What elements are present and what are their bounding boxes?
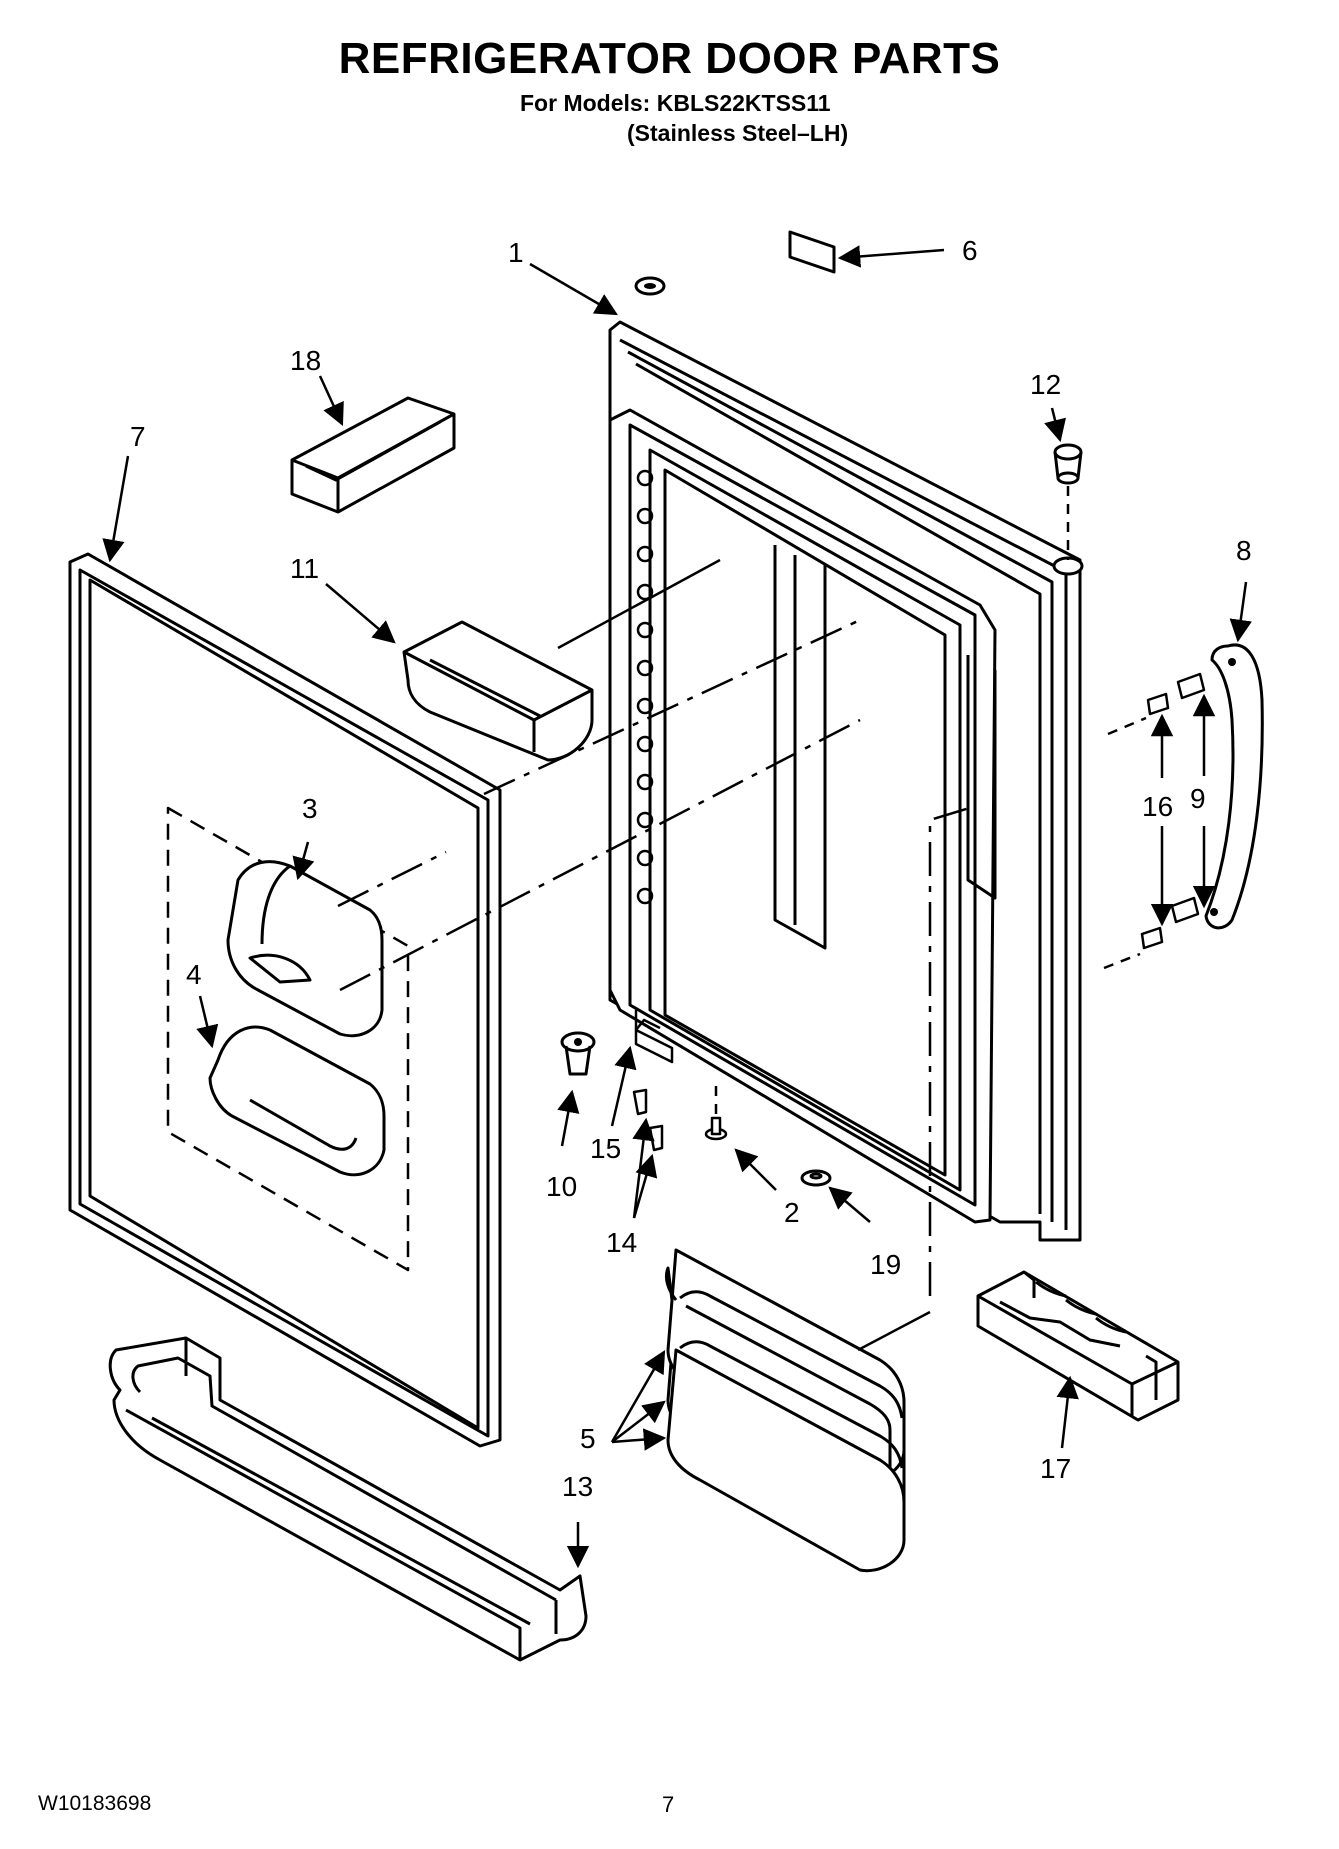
callout-6: 6: [962, 235, 978, 266]
callout-4: 4: [186, 959, 202, 990]
part-8-door-handle: [1204, 643, 1264, 930]
callout-19: 19: [870, 1249, 901, 1280]
callout-11: 11: [290, 553, 319, 584]
callout-16: 16: [1142, 791, 1173, 822]
part-18-small-bin: [290, 396, 456, 514]
part-16-washers: [1140, 692, 1170, 950]
callout-15: 15: [590, 1133, 621, 1164]
callout-1: 1: [508, 237, 524, 268]
callout-7: 7: [130, 421, 146, 452]
callout-17: 17: [1040, 1453, 1071, 1484]
callout-10: 10: [546, 1171, 577, 1202]
part-3-dispenser-housing: [226, 860, 384, 1038]
callout-arrows: [102, 245, 1252, 1569]
models-line: For Models: KBLS22KTSS11: [520, 90, 831, 116]
part-2-door-stop: [704, 1116, 728, 1141]
callout-3: 3: [302, 793, 318, 824]
callout-8: 8: [1236, 535, 1252, 566]
part-14-screws: [632, 1088, 664, 1152]
part-9-handle-screws: [1170, 672, 1206, 924]
part-13-bottom-door-bin: [108, 1336, 588, 1662]
variant-line: (Stainless Steel–LH): [627, 120, 849, 146]
part-15-hinge-bracket: [634, 1018, 674, 1064]
reference-lines: [337, 486, 1147, 1352]
part-10-bushing: [560, 1031, 596, 1076]
part-4-drip-tray: [208, 1025, 386, 1177]
callout-12: 12: [1030, 369, 1061, 400]
callout-14: 14: [606, 1227, 637, 1258]
part-17-egg-tray: [976, 1270, 1180, 1422]
page-number: 7: [662, 1792, 675, 1817]
part-12-hinge-cap: [1053, 443, 1083, 485]
callout-13: 13: [562, 1471, 593, 1502]
part-1-door-liner: [608, 276, 1084, 1242]
callout-labels: 1 6 18 7 12 11 8 16 9 3 4 10 15 14 2 19 …: [130, 235, 1252, 1502]
part-11-door-bin: [402, 620, 594, 762]
callout-5: 5: [580, 1423, 596, 1454]
callout-18: 18: [290, 345, 321, 376]
callout-2: 2: [784, 1197, 800, 1228]
page-title: REFRIGERATOR DOOR PARTS: [338, 34, 1001, 83]
part-19-washer: [800, 1169, 832, 1187]
callout-9: 9: [1190, 783, 1206, 814]
part-5-door-bins: [664, 1248, 906, 1573]
part-6-label-plate: [788, 230, 836, 274]
document-number: W10183698: [38, 1792, 152, 1815]
